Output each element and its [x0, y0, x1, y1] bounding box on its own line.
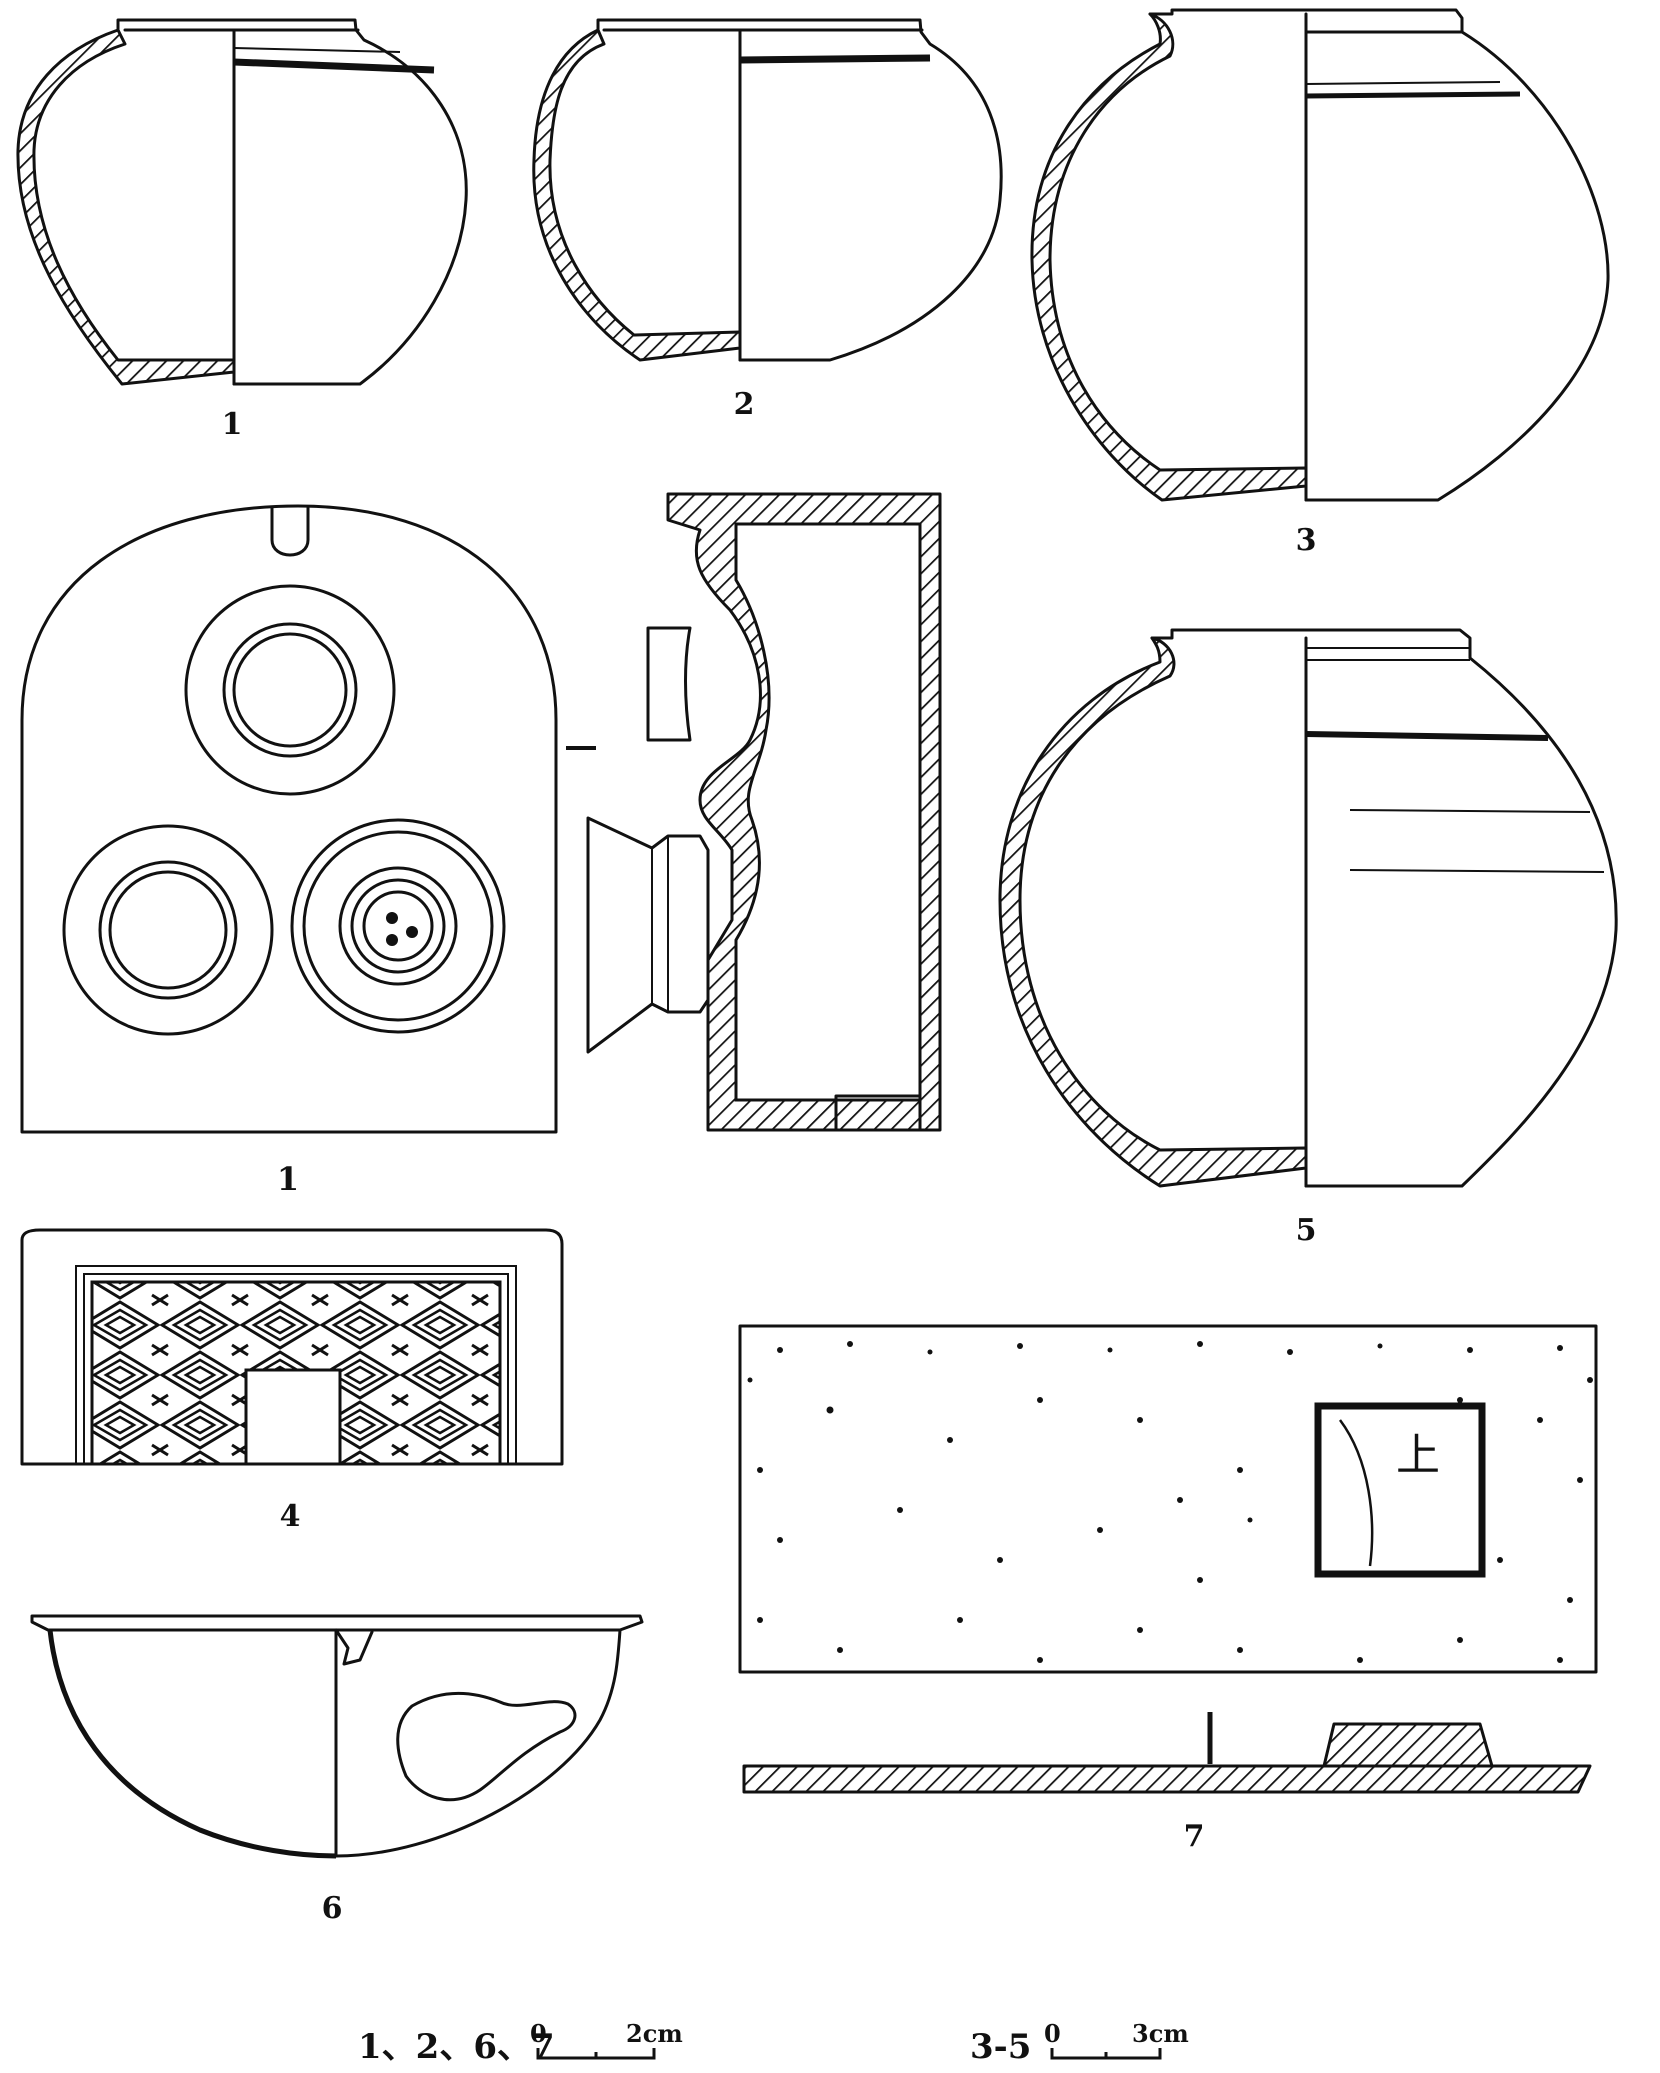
brick-section-slab [742, 1764, 1592, 1794]
figure-number-2: 2 [734, 387, 755, 422]
stove-pot-profile [586, 816, 710, 1054]
stove-burner-right-ring-1 [302, 830, 494, 1022]
seal-stamp-crack [1338, 1419, 1374, 1567]
stove-steamer-hole [386, 912, 398, 924]
stove-burner-right-ring-2 [338, 866, 458, 986]
stove-chimney-outlet [646, 626, 692, 742]
figure-number-7: 7 [1184, 1819, 1205, 1854]
jar-3-outline [1148, 8, 1610, 502]
seal-brick-plan-view: 上 [738, 1324, 1598, 1674]
stove-model-plan-view [20, 504, 558, 1134]
brick-section-stamp [1322, 1722, 1494, 1768]
stove-burner-right-ring-4 [362, 890, 434, 962]
panel-outline [20, 1228, 564, 1466]
stove-burner-left-ring [98, 860, 238, 1000]
stove-steamer-hole [386, 934, 398, 946]
figure-number-1: 1 [222, 407, 243, 442]
bowl-6-chip [334, 1628, 374, 1666]
jar-1-outline [116, 18, 468, 386]
stove-flue-notch [270, 506, 310, 557]
jar-2-drawing [532, 18, 1003, 362]
stove-burner-top-inner [232, 632, 348, 748]
scale-bar-large: 3-5 0 3cm [970, 2019, 1189, 2067]
scale-bar-large-applies-to: 3-5 [970, 2027, 1031, 2067]
brick-outline [738, 1324, 1598, 1674]
stove-burner-left-inner [108, 870, 228, 990]
scale-bar-small-applies-to: 1、2、6、7 [358, 2027, 555, 2067]
bowl-6-damage-area [396, 1692, 577, 1802]
jar-2-outline [596, 18, 1003, 362]
panel-opening [244, 1368, 342, 1466]
stove-burner-right-outer [290, 818, 506, 1034]
bowl-6-drawing [30, 1614, 644, 1859]
figure-number-6: 6 [322, 1891, 343, 1926]
seal-stamp-frame [1314, 1402, 1486, 1578]
stove-burner-left-outer [62, 824, 274, 1036]
figure-number-3: 3 [1296, 523, 1317, 558]
stove-burner-top-outer [184, 584, 396, 796]
jar-2-wall-section [532, 28, 742, 362]
stove-section-cavity [734, 522, 922, 1102]
seal-inscription: 上 [1396, 1430, 1440, 1481]
jar-5-drawing [998, 628, 1618, 1188]
figure-number-stove: 1 [277, 1160, 299, 1198]
panel-diamond-pattern [90, 1280, 502, 1466]
scale-bar-small: 1、2、6、7 0 2cm [358, 2019, 683, 2067]
brick-surface-speckles [747, 1341, 1593, 1663]
figure-number-5: 5 [1296, 1213, 1317, 1248]
stove-steamer-hole [406, 926, 418, 938]
jar-3-wall-section [1030, 12, 1308, 502]
scale-bar-large-line [1050, 2048, 1162, 2060]
jar-3-drawing [1030, 8, 1610, 502]
stove-burner-right-ring-3 [350, 878, 446, 974]
scale-bar-small-line [536, 2048, 656, 2060]
seal-brick-section-view [742, 1722, 1592, 1794]
scale-bar-large-zero: 0 [1044, 2019, 1061, 2048]
scale-bar-large-end: 3cm [1132, 2019, 1189, 2048]
scale-bar-small-end: 2cm [626, 2019, 683, 2048]
decorated-panel-drawing [20, 1228, 564, 1466]
stove-section-base-gap [834, 1094, 922, 1132]
scale-bar-small-zero: 0 [530, 2019, 547, 2048]
jar-5-wall-section [998, 636, 1308, 1188]
stove-plan-outline [20, 504, 558, 1134]
stove-model-section-view [586, 492, 942, 1132]
jar-1-drawing [16, 18, 468, 386]
jar-1-wall-section [16, 28, 236, 386]
bowl-6-rim [30, 1614, 644, 1632]
jar-5-outline [1150, 628, 1618, 1188]
figure-number-4: 4 [280, 1499, 301, 1534]
stove-burner-top-ring [222, 622, 358, 758]
